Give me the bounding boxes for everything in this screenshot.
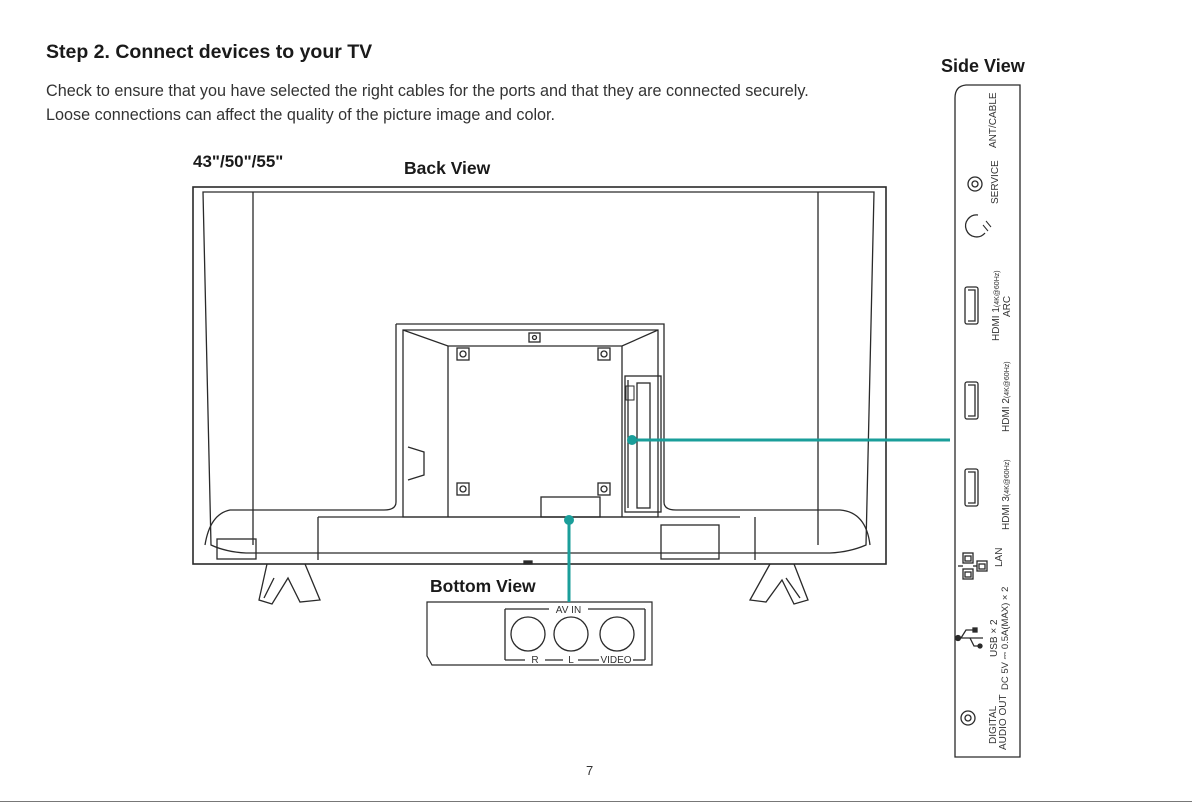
lan-icon — [958, 552, 988, 580]
callout-lines — [567, 438, 950, 602]
av-in-r-jack — [510, 616, 546, 652]
digital-audio-label-2: AUDIO OUT — [998, 694, 1009, 750]
tv-back-illustration — [192, 186, 887, 605]
digital-audio-port — [960, 710, 976, 726]
page-title: Step 2. Connect devices to your TV — [46, 41, 373, 63]
page-number: 7 — [586, 763, 594, 778]
hdmi1-label: HDMI 1(4K@60Hz) — [991, 270, 1002, 341]
usb-power-label: DC 5V ⎓ 0.5A(MAX) × 2 — [1000, 587, 1011, 690]
hdmi3-port — [964, 468, 979, 507]
av-in-l-jack — [553, 616, 589, 652]
side-view-label: Side View — [941, 56, 1025, 76]
back-view-label: Back View — [404, 158, 491, 178]
av-in-video-jack — [599, 616, 635, 652]
bottom-callout-dot — [564, 515, 574, 525]
av-jack-label-video: VIDEO — [600, 655, 631, 666]
hdmi2-label: HDMI 2(4K@60Hz) — [1001, 361, 1012, 432]
hdmi1-arc-label: ARC — [1002, 296, 1013, 317]
footer-rule — [0, 801, 1192, 802]
usb-label: USB × 2 — [989, 619, 1000, 657]
lan-label: LAN — [994, 548, 1005, 567]
service-label: SERVICE — [990, 160, 1001, 204]
side-callout-dot — [627, 435, 637, 445]
bottom-view-panel — [426, 601, 653, 666]
hdmi1-port — [964, 286, 979, 325]
ant-cable-label: ANT/CABLE — [988, 92, 999, 148]
intro-text-line-1: Check to ensure that you have selected t… — [46, 82, 809, 100]
intro-text-line-2: Loose connections can affect the quality… — [46, 106, 556, 124]
hdmi2-port — [964, 381, 979, 420]
digital-audio-label-1: DIGITAL — [988, 705, 999, 744]
av-jack-label-r: R — [531, 655, 538, 666]
tv-size-label: 43"/50"/55" — [193, 152, 284, 171]
side-view-panel — [954, 84, 1021, 758]
service-port — [967, 176, 983, 192]
usb-icon — [954, 627, 983, 649]
av-jack-label-l: L — [568, 655, 574, 666]
hdmi3-label: HDMI 3(4K@60Hz) — [1001, 459, 1012, 530]
headphone-port — [964, 214, 986, 238]
bottom-view-label: Bottom View — [430, 576, 536, 596]
av-in-label: AV IN — [556, 605, 581, 616]
